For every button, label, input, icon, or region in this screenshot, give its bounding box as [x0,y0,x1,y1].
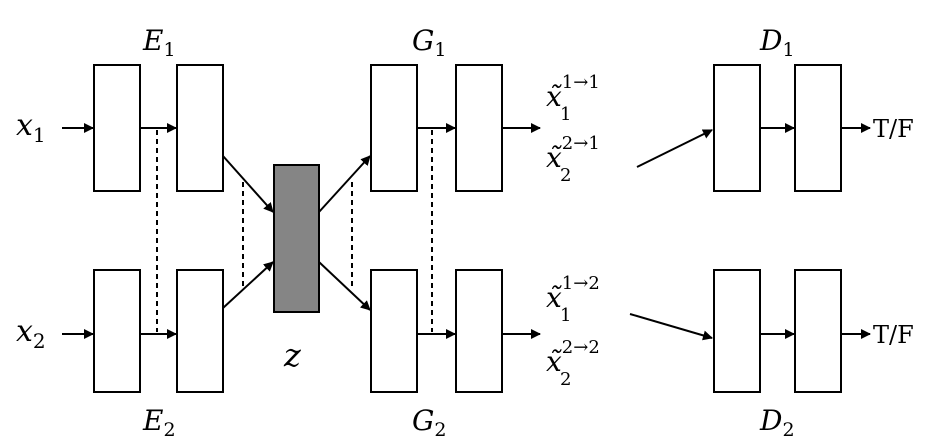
encoder2-block-b [176,269,224,393]
arrow-output-to-discriminator2 [629,313,713,341]
label-g2: G2 [412,404,446,441]
arrow-encoder2-to-z [222,261,274,309]
arrow-z-to-generator2 [318,261,371,311]
encoder2-block-a [93,269,141,393]
discriminator1-block-a [713,64,761,192]
generator1-block-b [455,64,503,192]
arrow-output-to-discriminator1 [636,129,713,168]
discriminator1-block-b [794,64,842,192]
label-d2-output: T/F [873,321,914,349]
label-d1: D1 [759,24,795,61]
label-g1: G1 [412,24,446,61]
label-e2: E2 [142,404,176,441]
arrow-z-to-generator1 [318,155,371,213]
label-z: z [283,336,302,374]
discriminator2-block-a [713,269,761,393]
latent-z-block [273,164,320,313]
generator2-block-a [370,269,418,393]
encoder1-block-a [93,64,141,192]
label-x2: x2 [16,314,46,353]
label-x1: x1 [16,108,46,147]
label-d2: D2 [759,404,795,441]
arrow-encoder1-to-z [222,155,274,213]
label-e1: E1 [142,24,176,61]
label-d1-output: T/F [873,115,914,143]
discriminator2-block-b [794,269,842,393]
encoder1-block-b [176,64,224,192]
generator1-block-a [370,64,418,192]
generator2-block-b [455,269,503,393]
